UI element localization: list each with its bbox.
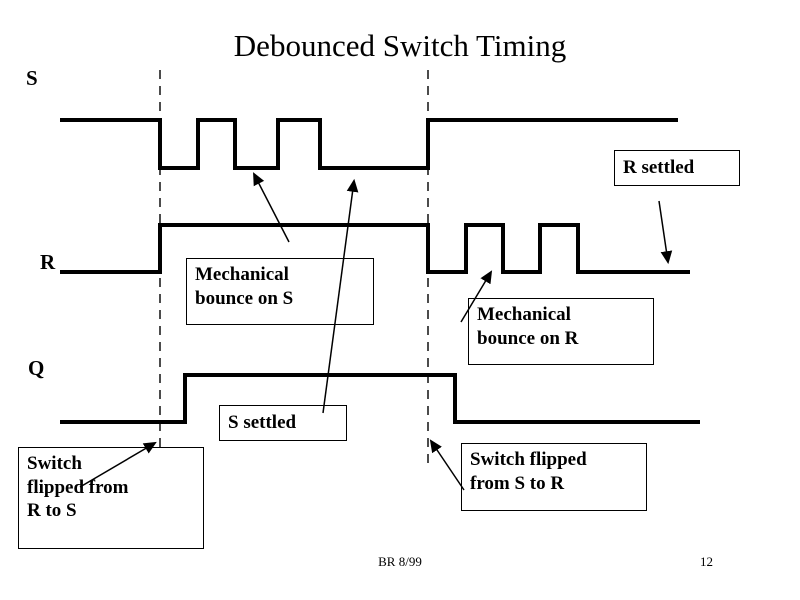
waveform-q — [60, 373, 700, 424]
arrow-r-settled — [658, 200, 673, 265]
footer-page-number: 12 — [700, 554, 713, 569]
callout-s-settled: S settled — [219, 405, 347, 441]
arrow-bounce-on-r — [460, 270, 493, 323]
callout-mechanical-bounce-on-r: Mechanical bounce on R — [468, 298, 654, 365]
signal-label-q: Q — [28, 356, 45, 380]
callout-r-settled: R settled — [614, 150, 740, 186]
arrow-s-settled — [322, 178, 359, 414]
page-title: Debounced Switch Timing — [233, 28, 567, 63]
arrow-switch-flipped-s-to-r — [429, 439, 465, 491]
callout-switch-flipped-r-to-s: Switch flipped from R to S — [18, 447, 204, 549]
callout-switch-flipped-s-to-r: Switch flipped from S to R — [461, 443, 647, 511]
waveform-s — [60, 118, 678, 170]
waveform-r — [60, 223, 690, 274]
arrow-bounce-on-s-1 — [253, 172, 290, 243]
signal-label-r: R — [40, 250, 56, 274]
arrow-switch-flipped-r-to-s — [79, 441, 157, 488]
signal-label-s: S — [26, 66, 38, 90]
footer-author-date: BR 8/99 — [378, 554, 422, 569]
